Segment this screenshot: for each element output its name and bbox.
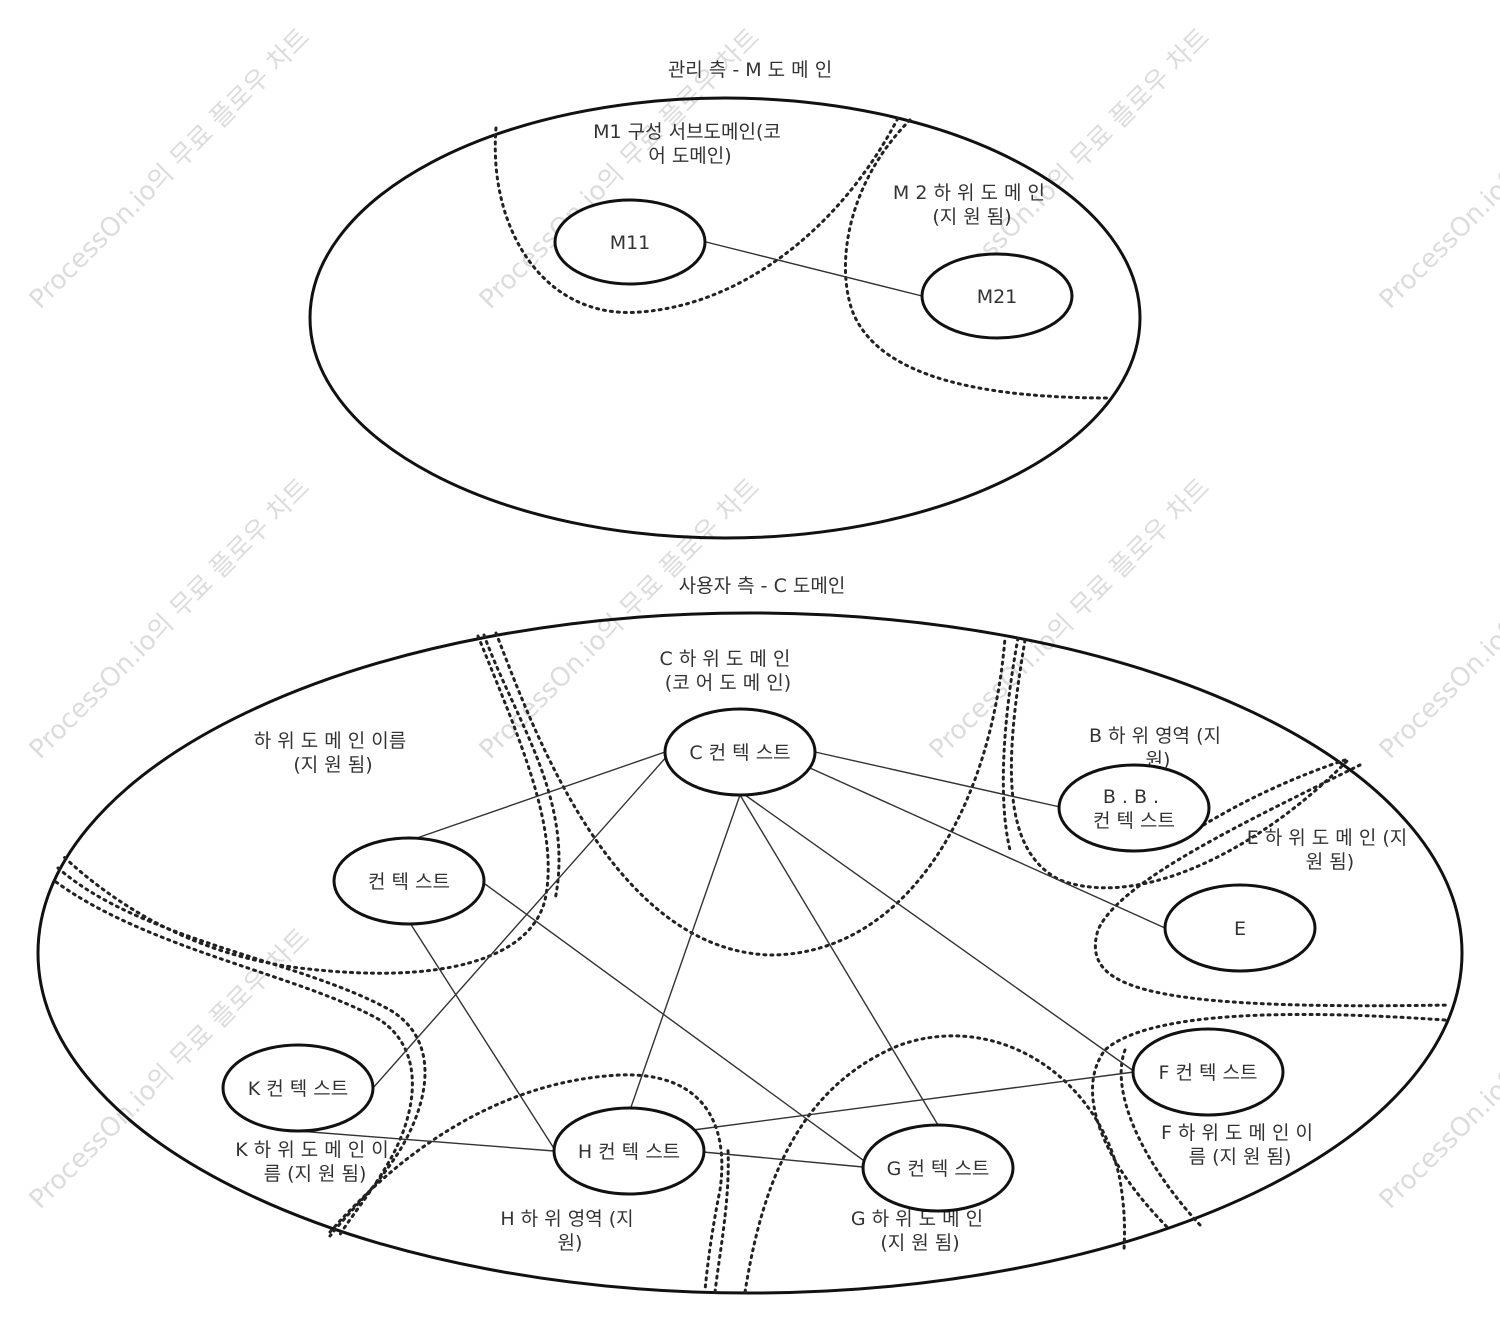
node-m11-label: M11 (610, 232, 651, 254)
edge-ctx-g (484, 883, 868, 1164)
c-subdomain-label: C 하 위 도 메 인 (코 어 도 메 인) (660, 648, 797, 694)
watermark: ProcessOn.io의 무료 플로우 차트 (1374, 473, 1500, 765)
watermark: ProcessOn.io의 무료 플로우 차트 (1374, 923, 1500, 1215)
management-domain-boundary (308, 96, 1142, 540)
edge-k-h (297, 1130, 555, 1152)
user-domain-title: 사용자 측 - C 도메인 (679, 575, 846, 597)
edge-h-f (692, 1071, 1135, 1131)
name-subdomain-label: 하 위 도 메 인 이름 (지 원 됨) (254, 730, 413, 776)
m1-subdomain-boundary (493, 116, 900, 314)
node-f-context[interactable]: F 컨 텍 스트 (1131, 1027, 1285, 1117)
watermark: ProcessOn.io의 무료 플로우 차트 (924, 473, 1216, 765)
management-domain-title: 관리 측 - M 도 메 인 (668, 59, 832, 81)
node-g-context-label: G 컨 텍 스트 (887, 1158, 990, 1180)
g-subdomain-label: G 하 위 도 메 인 (지 원 됨) (851, 1208, 989, 1254)
edge-c-bb (814, 751, 1061, 808)
node-bb-context-label: B . B . 컨 텍 스트 (1093, 786, 1175, 832)
edge-h-g (702, 1151, 864, 1168)
e-subdomain-label: E 하 위 도 메 인 (지 원 됨) (1247, 827, 1414, 873)
node-k-context-label: K 컨 텍 스트 (248, 1078, 349, 1100)
management-domain: 관리 측 - M 도 메 인 M1 구성 서브도메인(코 어 도메인) M 2 … (308, 59, 1142, 540)
node-e[interactable]: E (1163, 883, 1317, 973)
b-subdomain-label: B 하 위 영역 (지 원) (1089, 725, 1227, 771)
watermark: ProcessOn.io의 무료 플로우 차트 (24, 23, 316, 315)
node-g-context[interactable]: G 컨 텍 스트 (861, 1123, 1015, 1213)
node-k-context[interactable]: K 컨 텍 스트 (221, 1043, 375, 1133)
node-h-context[interactable]: H 컨 텍 스트 (552, 1106, 706, 1196)
edge-ctx-h (409, 922, 556, 1151)
k-subdomain-label: K 하 위 도 메 인 이 름 (지 원 됨) (235, 1139, 395, 1185)
node-context[interactable]: 컨 텍 스트 (332, 836, 486, 926)
node-m21[interactable]: M21 (920, 252, 1074, 340)
edge-c-e (809, 767, 1166, 929)
h-subdomain-label: H 하 위 영역 (지 원) (500, 1208, 639, 1254)
user-domain-edges (297, 751, 1166, 1168)
node-h-context-label: H 컨 텍 스트 (578, 1141, 680, 1163)
edge-c-ctx (413, 751, 666, 840)
edge-c-f (744, 794, 1136, 1073)
node-context-label: 컨 텍 스트 (368, 871, 450, 893)
watermark: ProcessOn.io의 무료 플로우 차트 (24, 473, 316, 765)
user-domain-boundary (36, 611, 1464, 1295)
f-subdomain-label: F 하 위 도 메 인 이 름 (지 원 됨) (1161, 1122, 1319, 1168)
watermarks: ProcessOn.io의 무료 플로우 차트 ProcessOn.io의 무료… (24, 23, 1500, 1215)
edge-c-g (739, 794, 939, 1126)
node-c-context[interactable]: C 컨 텍 스트 (663, 707, 817, 797)
edge-m11-m21 (705, 241, 923, 297)
user-subdomain-boundaries (54, 631, 1452, 1294)
edge-c-k (372, 754, 669, 1089)
node-bb-context[interactable]: B . B . 컨 텍 스트 (1057, 763, 1211, 853)
user-domain: 사용자 측 - C 도메인 (36, 575, 1464, 1295)
watermark: ProcessOn.io의 무료 플로우 차트 (1374, 23, 1500, 315)
edge-c-h (629, 794, 741, 1111)
node-m21-label: M21 (977, 286, 1018, 308)
node-f-context-label: F 컨 텍 스트 (1159, 1062, 1258, 1084)
m1-subdomain-label: M1 구성 서브도메인(코 어 도메인) (593, 121, 787, 167)
node-e-label: E (1234, 918, 1246, 940)
m2-subdomain-label: M 2 하 위 도 메 인 (지 원 됨) (893, 182, 1051, 228)
node-c-context-label: C 컨 텍 스트 (689, 742, 790, 764)
node-m11[interactable]: M11 (553, 198, 707, 286)
